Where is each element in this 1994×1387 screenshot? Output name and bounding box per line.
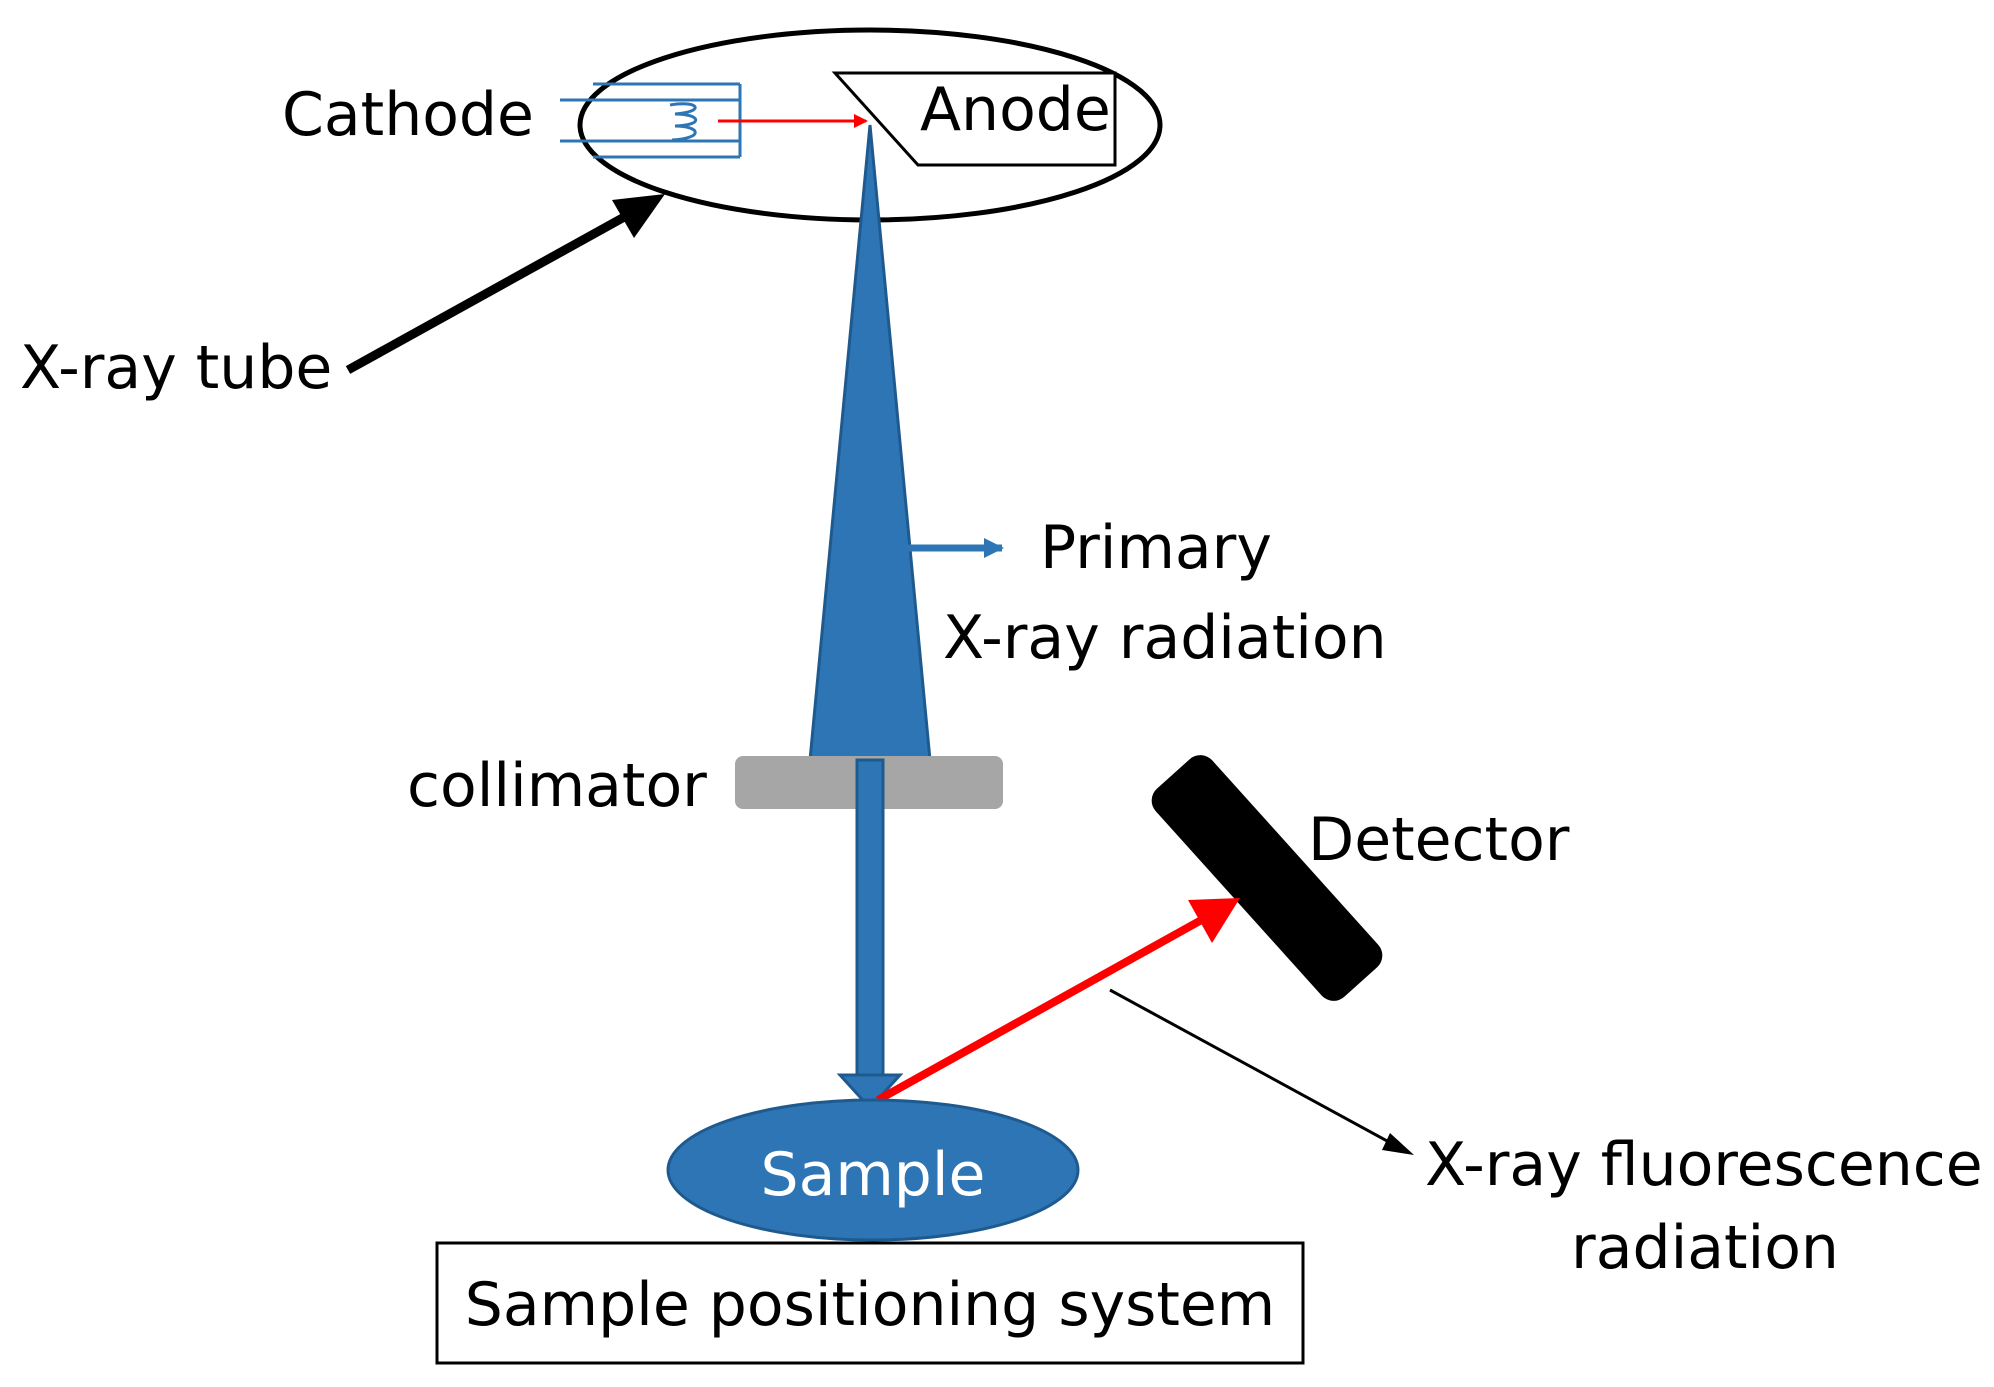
detector-label: Detector (1308, 805, 1570, 875)
sample-ellipse (666, 1098, 1080, 1242)
primary-radiation-label-1: Primary (1040, 513, 1272, 583)
positioning-system-label: Sample positioning system (465, 1270, 1275, 1340)
fluorescence-label-2: radiation (1571, 1213, 1839, 1283)
fluorescence-arrow (876, 914, 1207, 1104)
sample-label: Sample (761, 1140, 986, 1210)
xray-tube-label: X-ray tube (20, 333, 332, 403)
detector-bar (1151, 755, 1383, 1001)
fluorescence-pointer-head (1382, 1133, 1414, 1155)
anode-label: Anode (920, 75, 1111, 145)
fluorescence-arrow-head (1188, 898, 1240, 943)
positioning-system-box (435, 1241, 1305, 1365)
fluorescence-label-1: X-ray fluorescence (1425, 1130, 1983, 1200)
xray-tube-pointer-head (612, 194, 665, 238)
filament-coil-icon (669, 102, 698, 142)
collimated-beam-shaft (855, 758, 885, 1082)
cathode-label: Cathode (282, 80, 534, 150)
xray-tube-pointer-arrow (345, 196, 658, 374)
anode-shape (831, 71, 1117, 167)
primary-radiation-label-2: X-ray radiation (943, 603, 1387, 673)
fluorescence-pointer-line (1109, 988, 1401, 1150)
collimator-label: collimator (407, 751, 707, 821)
collimated-beam-head (836, 1073, 904, 1111)
